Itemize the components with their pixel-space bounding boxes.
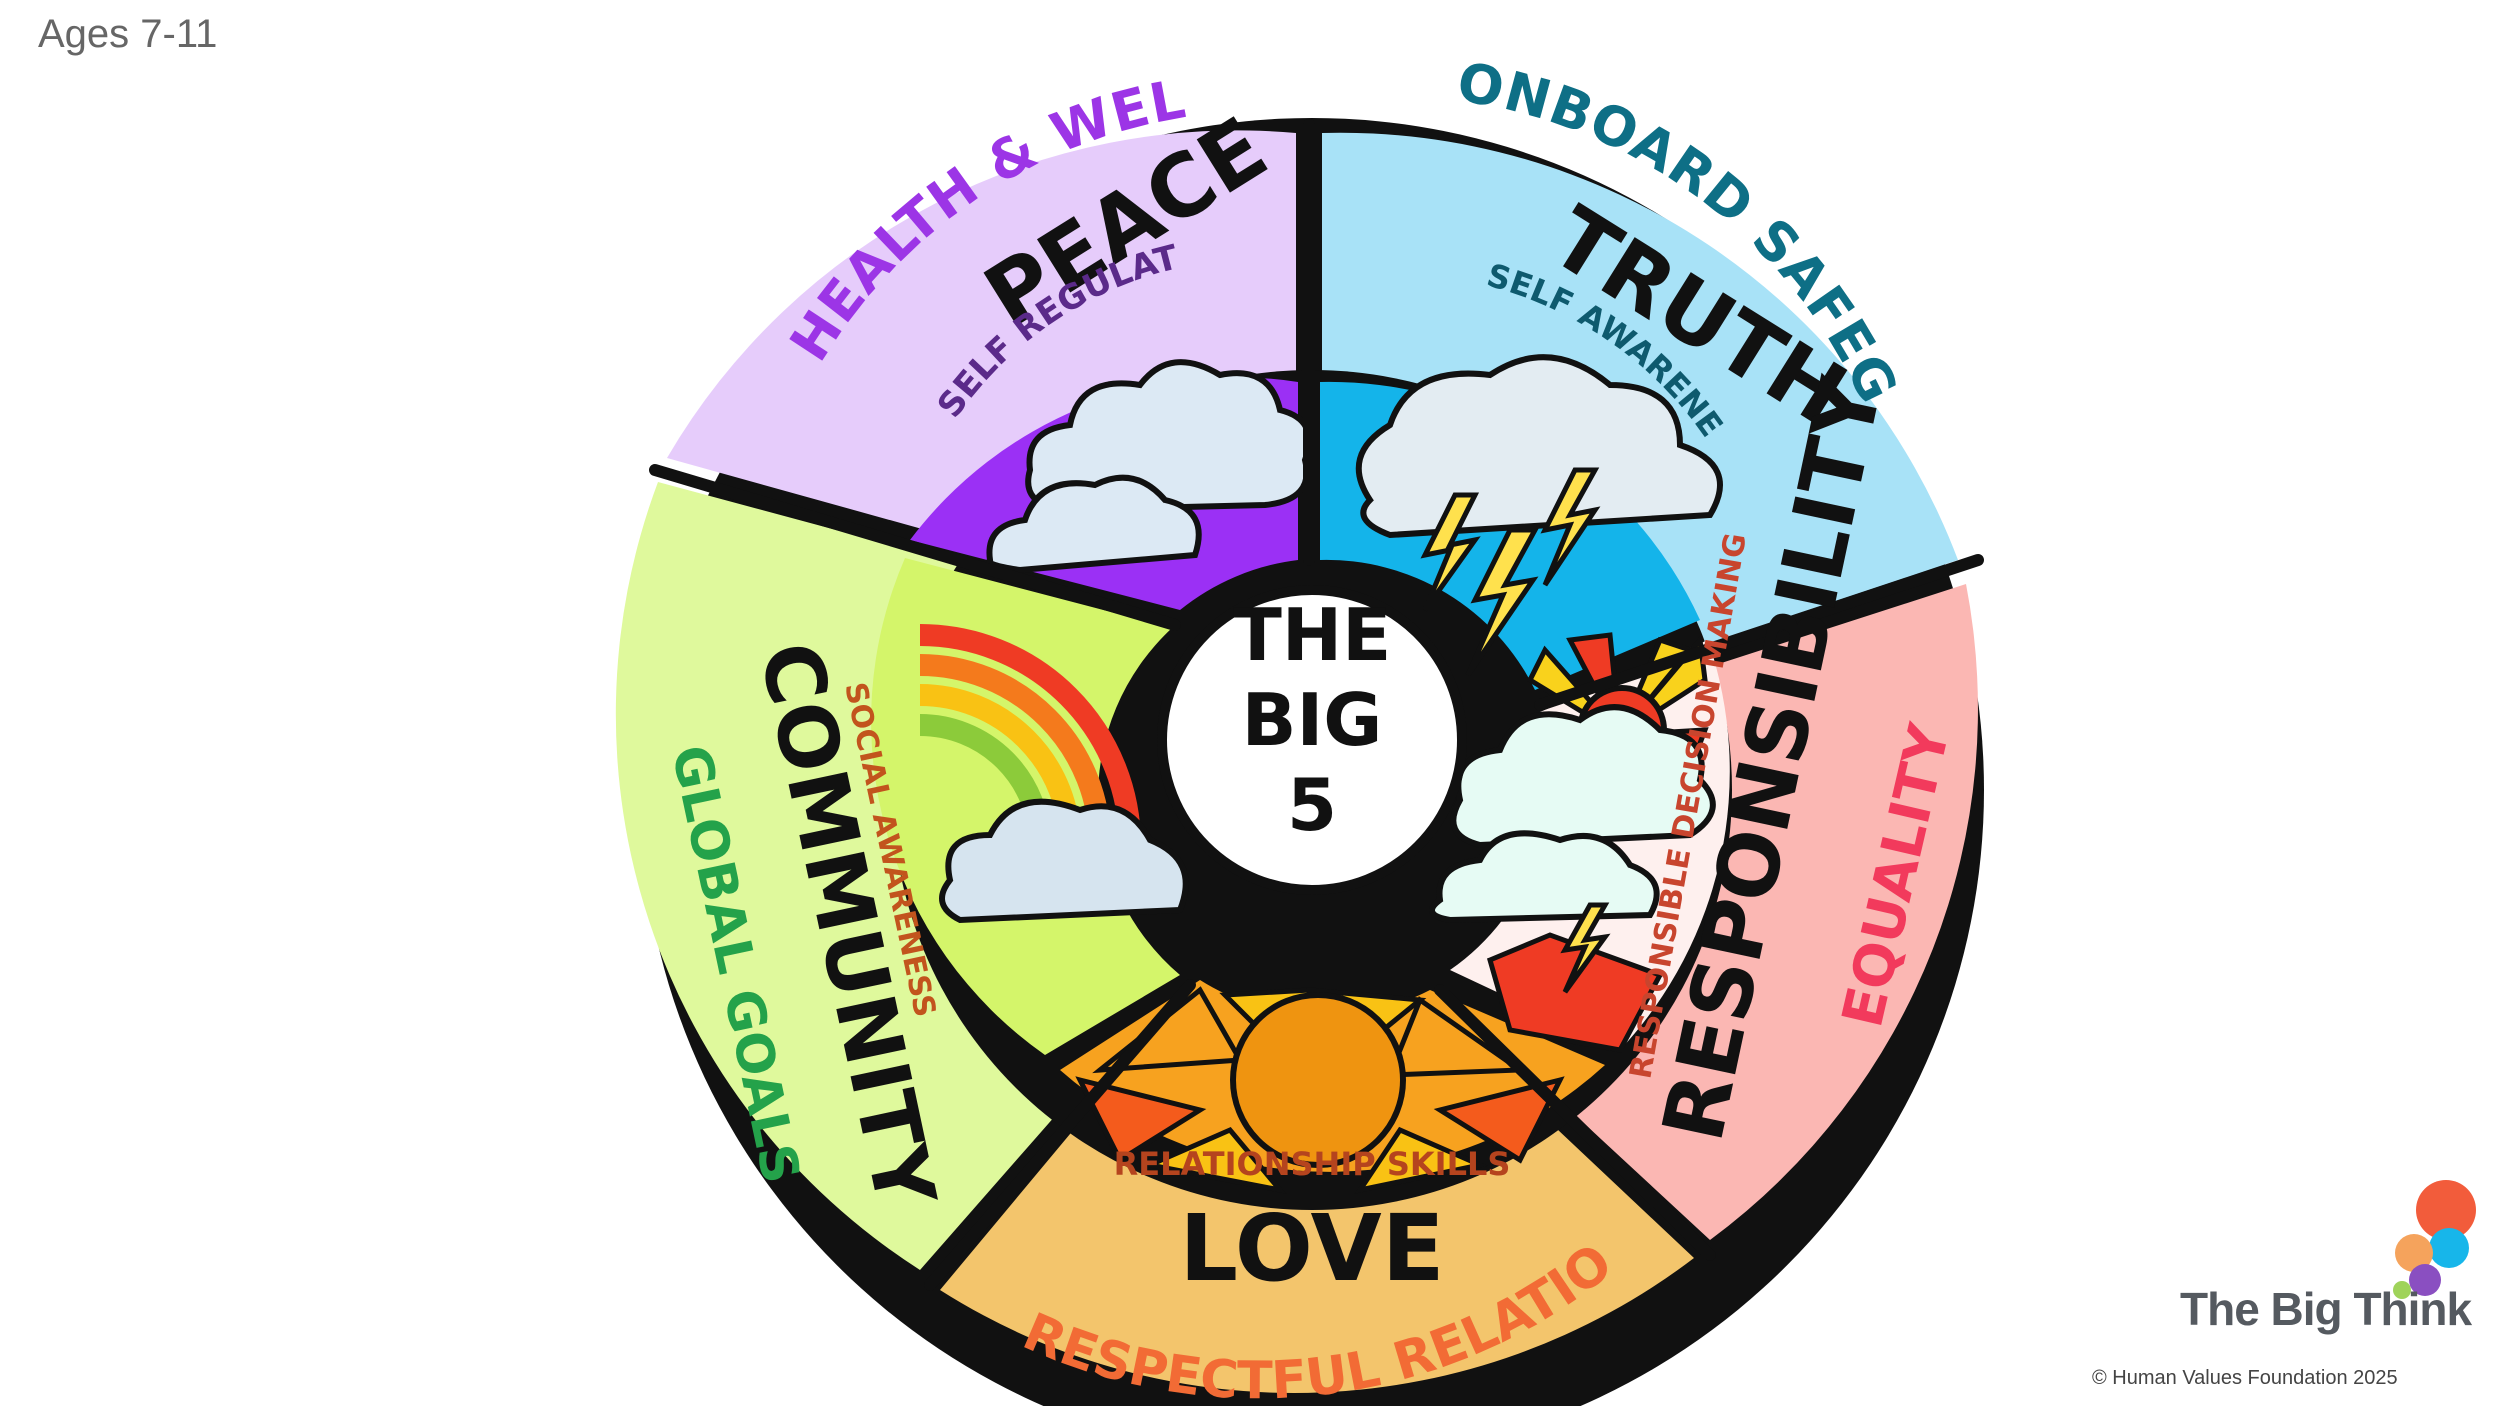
- truth-storm-illustration: [1355, 354, 1723, 677]
- center-line-2: BIG: [1242, 678, 1383, 762]
- center-circle: [1157, 585, 1467, 895]
- love-sun-illustration: [1075, 986, 1565, 1194]
- love-skill: RELATIONSHIP SKILLS: [1114, 1145, 1511, 1183]
- community-cloud-illustration: [939, 798, 1189, 924]
- love-value: LOVE: [1179, 1195, 1444, 1302]
- peace-clouds-illustration: [986, 359, 1312, 574]
- brand-name: The Big Think: [2180, 1283, 2472, 1335]
- the-big-think-logo-icon: [2393, 1180, 2476, 1299]
- center-line-3: 5: [1287, 763, 1337, 847]
- age-label: Ages 7-11: [38, 12, 218, 56]
- copyright-notice: © Human Values Foundation 2025: [2092, 1367, 2398, 1389]
- center-line-1: THE: [1233, 593, 1392, 677]
